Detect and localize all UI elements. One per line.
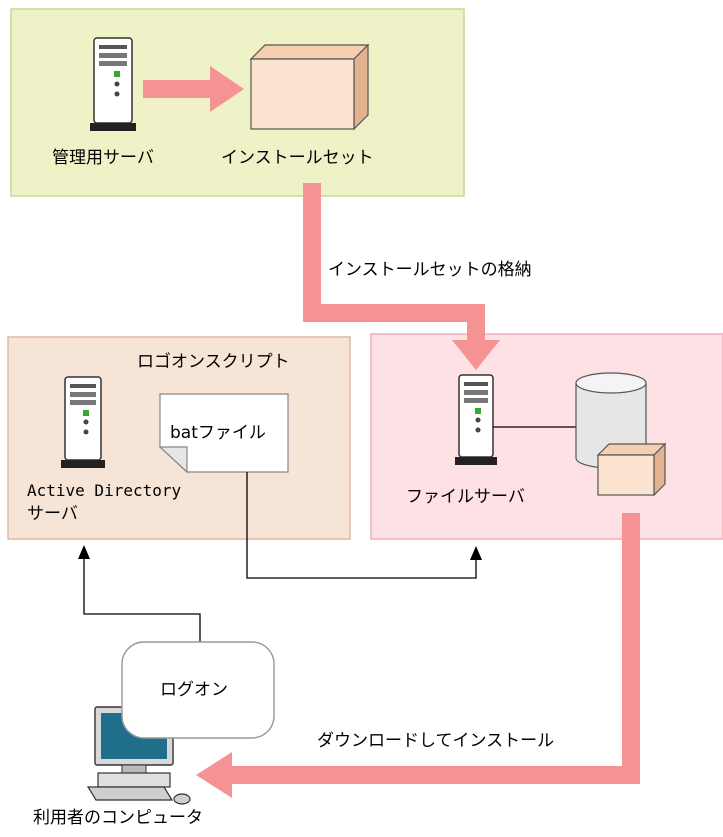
admin-region [10, 8, 465, 197]
server-icon [90, 37, 136, 131]
logon-connector [78, 545, 201, 642]
logon-label: ログオン [160, 680, 228, 700]
logon-script-label: ロゴオンスクリプト [137, 352, 290, 372]
file-server-label: ファイルサーバ [406, 487, 525, 507]
management-server-label: 管理用サーバ [52, 148, 154, 168]
ad-server-label-line1: Active Directory [27, 481, 182, 500]
script-connector [246, 472, 482, 579]
package-box-icon [249, 43, 370, 131]
install-set-label: インストールセット [221, 148, 374, 168]
server-icon [455, 374, 497, 465]
store-edge-label: インストールセットの格納 [328, 260, 532, 280]
fileserver-region [370, 333, 723, 540]
ad-server-label-line2: サーバ [27, 504, 78, 524]
server-icon [61, 376, 105, 468]
bat-file-label: batファイル [170, 423, 266, 443]
transfer-arrow [143, 66, 244, 112]
document-icon [158, 393, 289, 474]
user-computer-label: 利用者のコンピュータ [33, 808, 203, 828]
store-arrow [303, 183, 500, 370]
logon-bubble [121, 641, 275, 739]
download-arrow [196, 513, 640, 798]
package-box-icon [596, 442, 667, 497]
download-edge-label: ダウンロードしてインストール [317, 731, 555, 751]
